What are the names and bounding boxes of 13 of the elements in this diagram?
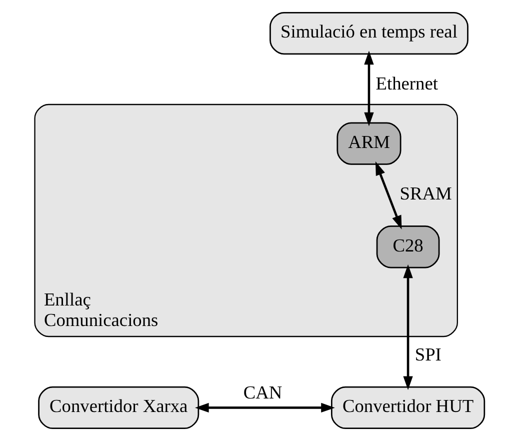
node-box: Simulació en temps real xyxy=(270,12,468,55)
node-box: C28 xyxy=(376,226,440,268)
node-box: Convertidor HUT xyxy=(330,386,486,430)
edge-label: CAN xyxy=(243,382,282,402)
arrow xyxy=(403,264,413,390)
arrow xyxy=(195,402,335,413)
edge-label: SRAM xyxy=(400,184,452,204)
node-box: Convertidor Xarxa xyxy=(38,386,200,430)
edge-label: Ethernet xyxy=(376,73,438,94)
arrow xyxy=(364,50,374,126)
edge-label: SPI xyxy=(414,344,442,364)
arrow xyxy=(375,161,402,230)
node-box: ARM xyxy=(336,122,402,165)
